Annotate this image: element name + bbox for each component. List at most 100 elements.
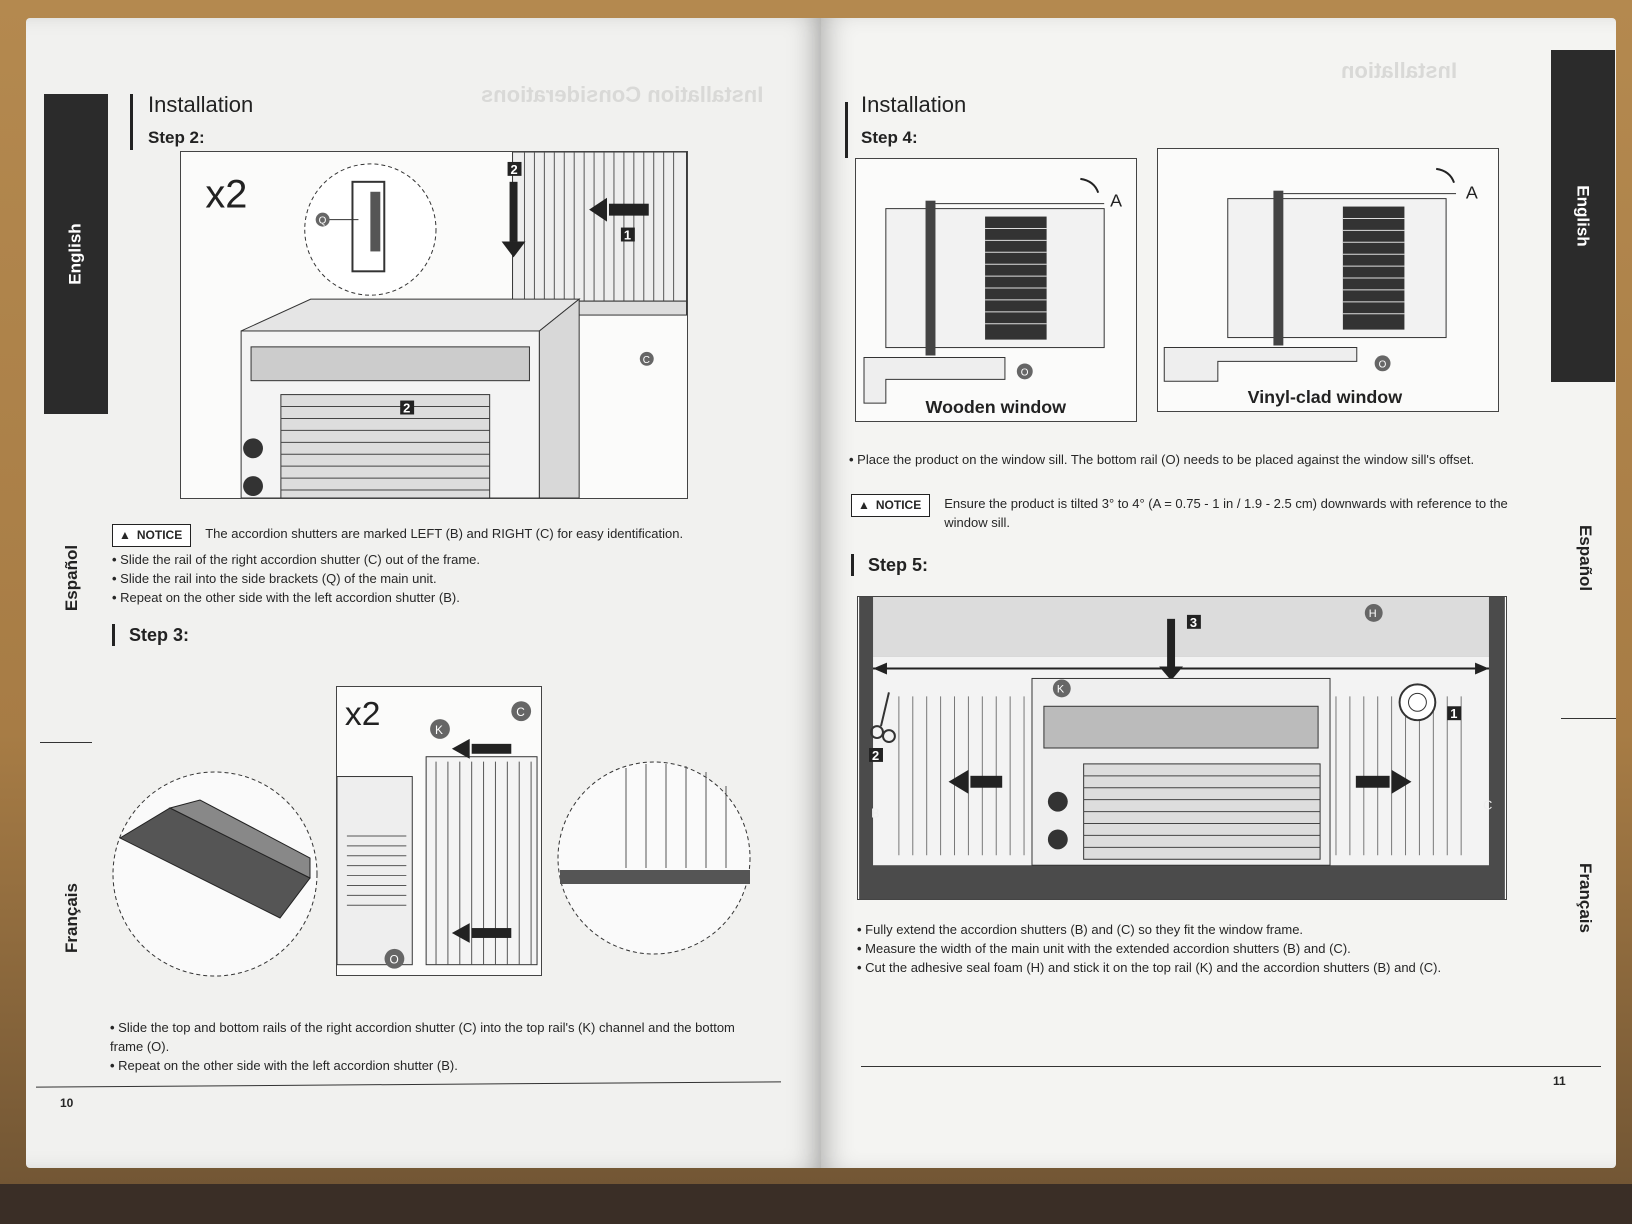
control-knob-icon <box>243 438 263 459</box>
step5-bullets: Fully extend the accordion shutters (B) … <box>857 920 1517 977</box>
list-item: Slide the rail of the right accordion sh… <box>112 550 712 569</box>
notice-text: The accordion shutters are marked LEFT (… <box>205 526 684 541</box>
step4-bullets: Place the product on the window sill. Th… <box>849 450 1489 469</box>
list-item: Repeat on the other side with the left a… <box>112 588 712 607</box>
warning-icon: ▲ <box>858 498 870 512</box>
scissors-icon <box>870 692 896 744</box>
svg-text:H: H <box>1369 608 1377 620</box>
section-title: Installation <box>861 92 967 117</box>
arrow-right-icon <box>1391 769 1412 794</box>
tilt-arrow-icon <box>1436 167 1455 184</box>
step4-figure-wooden: A O Wooden window <box>855 158 1137 422</box>
step4-figure-vinyl: A O Vinyl-clad window <box>1157 148 1499 412</box>
list-item: Cut the adhesive seal foam (H) and stick… <box>857 958 1517 977</box>
step5-figure: 3 H K <box>857 596 1507 900</box>
callout-3: 3 <box>1190 615 1197 630</box>
svg-text:A: A <box>1466 183 1478 203</box>
control-knob-icon <box>243 476 263 497</box>
notice-badge: ▲NOTICE <box>112 524 192 547</box>
list-item: Measure the width of the main unit with … <box>857 939 1517 958</box>
left-page: Installation Considerations English Espa… <box>26 18 821 1168</box>
bleed-through-text: Installation Considerations <box>481 82 764 107</box>
step4-title: Step 4: <box>861 128 918 147</box>
part-c-label: C <box>1483 798 1492 813</box>
instruction-booklet: Installation Considerations English Espa… <box>26 18 1616 1188</box>
list-item: Repeat on the other side with the left a… <box>110 1056 750 1075</box>
ac-unit-front <box>1031 677 1331 866</box>
section-title: Installation <box>148 92 254 117</box>
part-b-label: B <box>871 806 880 821</box>
part-h-marker <box>1364 603 1383 622</box>
list-item: Slide the rail into the side brackets (Q… <box>112 569 712 588</box>
arrow-down-icon <box>501 241 526 258</box>
figure-caption: Wooden window <box>926 397 1067 417</box>
step3-title: Step 3: <box>112 624 189 646</box>
step3-detail-left <box>112 771 318 977</box>
list-item: Slide the top and bottom rails of the ri… <box>110 1018 750 1056</box>
notice-text: Ensure the product is tilted 3° to 4° (A… <box>944 496 1508 530</box>
svg-text:A: A <box>1110 191 1122 211</box>
step2-notice: ▲NOTICE The accordion shutters are marke… <box>112 524 683 547</box>
callout-1: 1 <box>624 227 631 242</box>
multiplier-label: x2 <box>345 696 381 733</box>
heading-bar <box>130 94 133 150</box>
part-c-marker <box>639 351 654 366</box>
right-page: Installation English Español Français In… <box>821 18 1616 1168</box>
tab-divider <box>1561 718 1616 719</box>
tab-english: English <box>1551 50 1615 382</box>
tab-espanol: Español <box>62 544 81 612</box>
list-item: Place the product on the window sill. Th… <box>849 450 1489 469</box>
arrow-down-icon <box>1159 666 1183 681</box>
page-number: 11 <box>1553 1074 1566 1088</box>
callout-2: 2 <box>511 162 518 177</box>
part-k-marker <box>1052 679 1071 698</box>
svg-text:O: O <box>389 953 398 967</box>
list-item: Fully extend the accordion shutters (B) … <box>857 920 1517 939</box>
callout-2: 2 <box>872 748 879 763</box>
foam-tape-roll-icon <box>1398 683 1437 722</box>
step2-bullets: Slide the rail of the right accordion sh… <box>112 550 712 607</box>
accordion-shutter-left <box>898 696 1025 856</box>
svg-text:O: O <box>1021 367 1029 378</box>
part-o-marker <box>1374 355 1391 372</box>
ac-unit: 2 <box>240 298 581 498</box>
notice-badge: ▲NOTICE <box>851 494 931 517</box>
svg-text:C: C <box>516 705 525 719</box>
tab-francais: Français <box>62 883 81 953</box>
tab-francais: Français <box>1576 863 1595 933</box>
footer-rule <box>861 1066 1601 1067</box>
arrow-left-icon <box>451 923 470 943</box>
step3-figure: x2 K C O <box>336 686 542 976</box>
svg-text:K: K <box>435 723 443 737</box>
step3-bullets: Slide the top and bottom rails of the ri… <box>110 1018 750 1075</box>
tab-divider <box>40 742 92 743</box>
arrow-left-icon <box>948 769 969 794</box>
floor-shadow <box>0 1184 1632 1224</box>
svg-text:Q: Q <box>319 216 327 227</box>
arrow-left-icon <box>451 738 470 759</box>
arrow-left-icon <box>589 197 607 222</box>
bleed-through-text: Installation <box>1341 58 1458 83</box>
shutter-panel <box>512 152 687 316</box>
footer-rule <box>36 1081 781 1088</box>
figure-caption: Vinyl-clad window <box>1248 387 1403 407</box>
step2-title: Step 2: <box>148 128 205 147</box>
tab-espanol: Español <box>1576 524 1595 592</box>
part-q-marker <box>315 212 330 227</box>
callout-2b: 2 <box>403 400 410 415</box>
warning-icon: ▲ <box>119 528 131 542</box>
step5-title: Step 5: <box>851 554 928 576</box>
heading-bar <box>845 102 848 158</box>
control-knob-icon <box>1047 829 1068 850</box>
control-knob-icon <box>1047 791 1068 812</box>
svg-text:K: K <box>1057 683 1065 695</box>
multiplier-label: x2 <box>205 173 247 217</box>
step3-detail-right <box>557 761 751 955</box>
step4-notice: ▲NOTICE Ensure the product is tilted 3° … <box>851 494 1511 532</box>
part-o-marker <box>384 948 405 969</box>
tab-english: English <box>44 94 108 414</box>
part-k-marker <box>430 719 450 739</box>
step2-figure: x2 Q <box>180 151 688 499</box>
svg-text:O: O <box>1379 359 1387 370</box>
part-c-marker <box>511 701 532 722</box>
